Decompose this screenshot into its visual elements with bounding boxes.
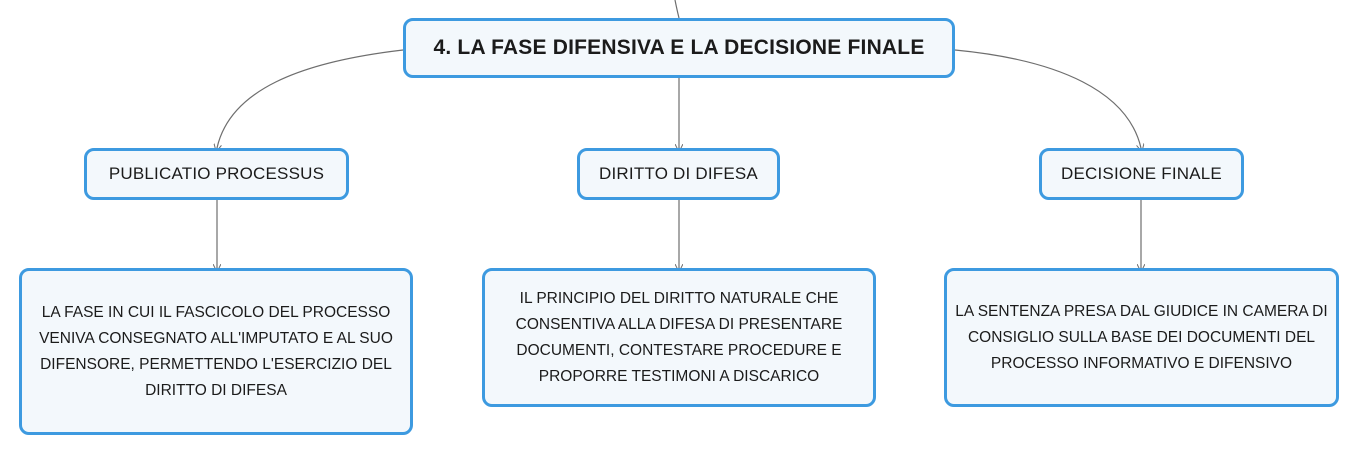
- detail-publicatio-processus[interactable]: LA FASE IN CUI IL FASCICOLO DEL PROCESSO…: [19, 268, 413, 435]
- detail-text: LA SENTENZA PRESA DAL GIUDICE IN CAMERA …: [955, 302, 1328, 372]
- root-topic-label: 4. LA FASE DIFENSIVA E LA DECISIONE FINA…: [433, 36, 925, 59]
- topic-label: PUBLICATIO PROCESSUS: [108, 164, 325, 183]
- detail-text: LA FASE IN CUI IL FASCICOLO DEL PROCESSO…: [39, 303, 393, 399]
- detail-text: IL PRINCIPIO DEL DIRITTO NATURALE CHE CO…: [515, 289, 843, 385]
- topic-label: DECISIONE FINALE: [1061, 164, 1222, 183]
- topic-publicatio-processus[interactable]: PUBLICATIO PROCESSUS: [84, 148, 349, 200]
- parent-connector: [674, 0, 680, 19]
- connector-root-to-decisione: [954, 49, 1141, 148]
- detail-diritto-di-difesa[interactable]: IL PRINCIPIO DEL DIRITTO NATURALE CHE CO…: [482, 268, 876, 407]
- topic-diritto-di-difesa[interactable]: DIRITTO DI DIFESA: [577, 148, 780, 200]
- root-topic[interactable]: 4. LA FASE DIFENSIVA E LA DECISIONE FINA…: [403, 18, 955, 78]
- connector-root-to-publicatio: [217, 49, 404, 148]
- detail-decisione-finale[interactable]: LA SENTENZA PRESA DAL GIUDICE IN CAMERA …: [944, 268, 1339, 407]
- topic-decisione-finale[interactable]: DECISIONE FINALE: [1039, 148, 1244, 200]
- topic-label: DIRITTO DI DIFESA: [599, 164, 758, 183]
